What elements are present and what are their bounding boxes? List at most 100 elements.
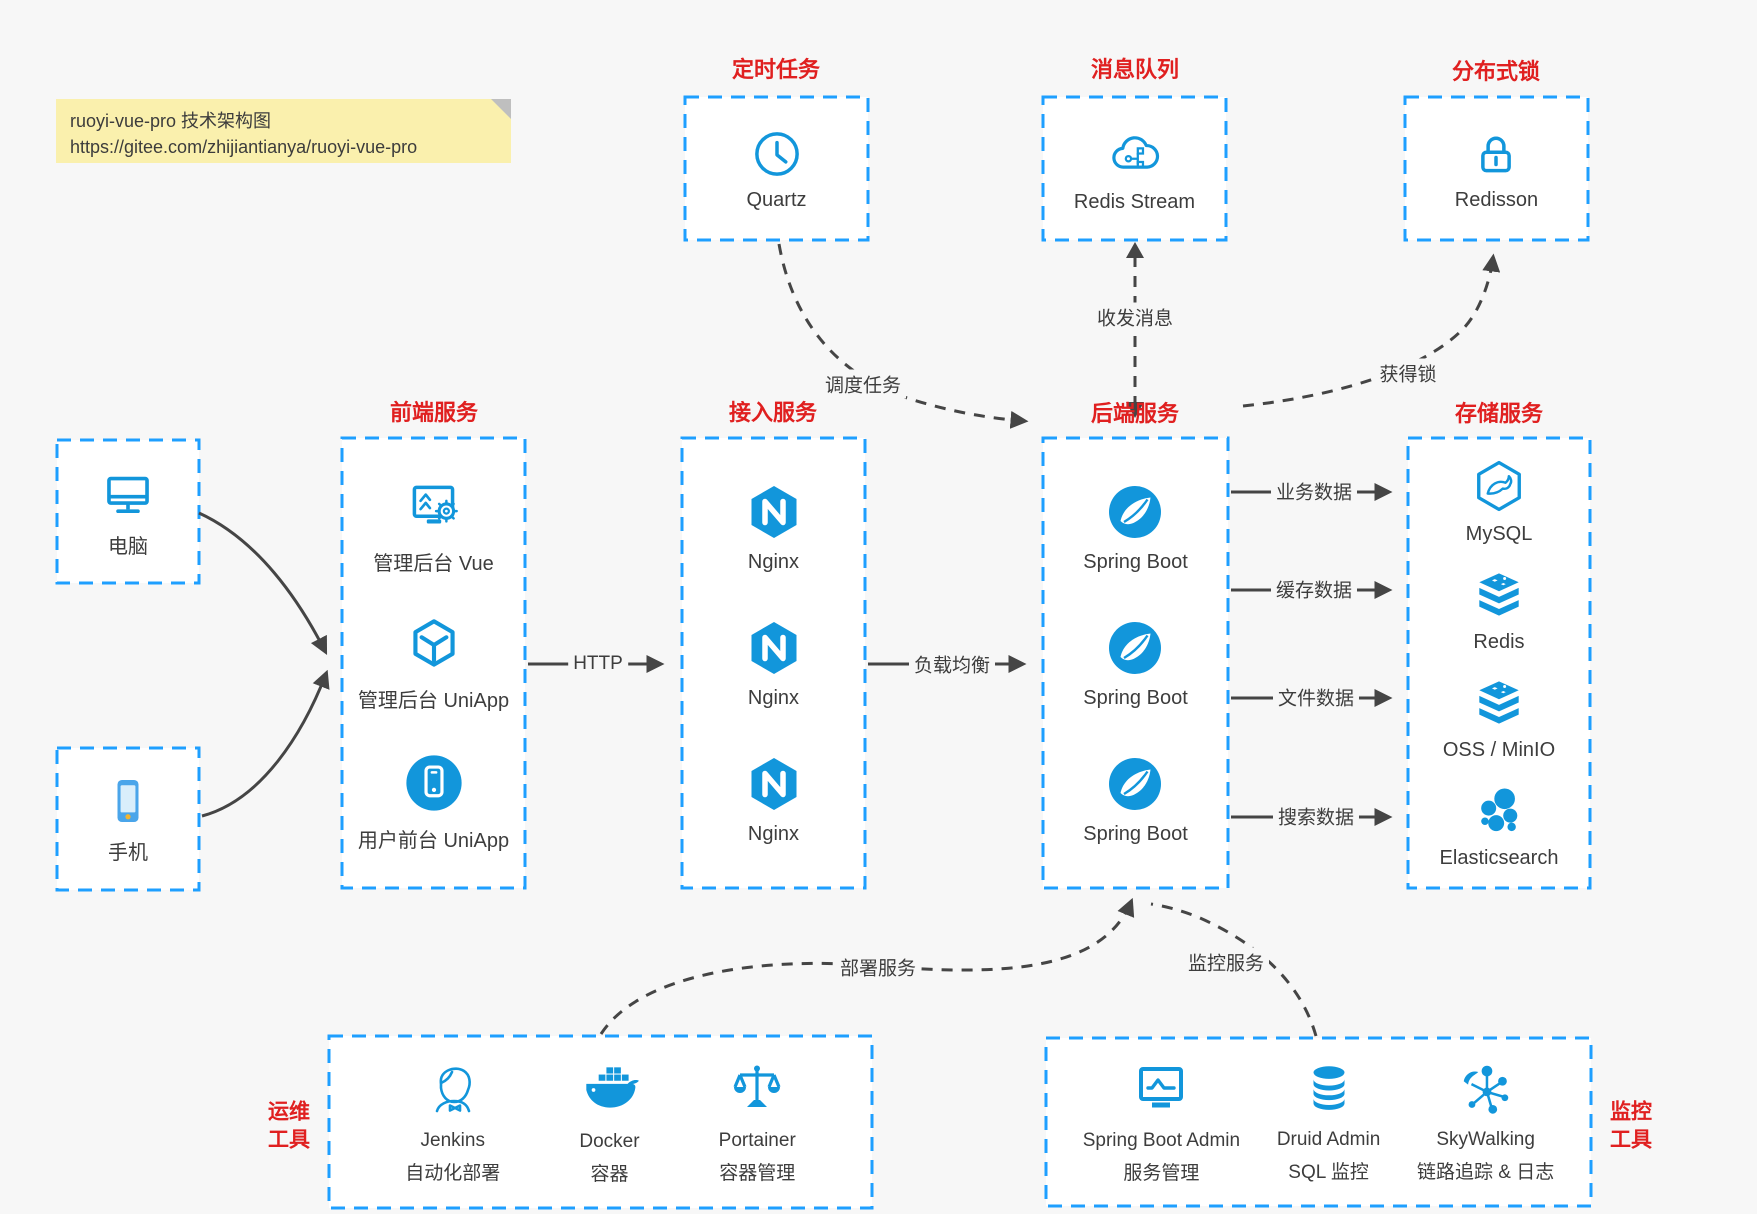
arrow-monitor-service [1150,902,1318,1037]
box-storage: MySQL Redis OSS / MinIO Elasticsearch [1408,438,1590,888]
note-title: ruoyi-vue-pro 技术架构图 [70,111,272,131]
node-springboot-2: Spring Boot [1083,616,1188,710]
node-jenkins: Jenkins 自动化部署 [405,1057,500,1186]
padlock-icon [1468,126,1524,182]
spring-boot-icon [1103,616,1167,680]
box-gateway: Nginx Nginx Nginx [682,438,865,888]
node-phone: 手机 [100,773,156,865]
group-title-gateway: 接入服务 [728,400,818,425]
box-phone: 手机 [57,748,199,890]
box-backend: Spring Boot Spring Boot Spring Boot [1043,438,1228,888]
node-quartz: Quartz [746,126,807,212]
node-docker: Docker 容器 [576,1056,642,1187]
node-desc: 自动化部署 [405,1163,501,1184]
arrow-phone-to-frontend [201,669,330,818]
node-desc: SQL 监控 [1288,1162,1369,1183]
spring-boot-icon [1103,752,1167,816]
hub-spokes-icon [1455,1058,1517,1120]
node-redis: Redis [1469,564,1529,654]
arrowhead-down [1126,402,1144,418]
node-label: 电脑 [108,535,148,558]
note-url: https://gitee.com/zhijiantianya/ruoyi-vu… [70,137,418,158]
edge-label-schedule-task: 调度任务 [819,369,907,399]
node-label: 手机 [108,842,148,864]
smartphone-icon [100,773,156,829]
group-title-mq: 消息队列 [1090,57,1180,82]
box-lock: Redisson [1405,97,1588,240]
node-computer: 电脑 [99,465,157,559]
arrow-acquire-lock [1242,253,1501,408]
node-springboot-1: Spring Boot [1083,480,1188,574]
node-oss-minio: OSS / MinIO [1443,672,1555,762]
box-frontend: 管理后台 Vue 管理后台 UniApp 用户前台 UniApp [342,438,525,888]
node-nginx-3: Nginx [742,752,806,846]
note-fold-corner [491,99,511,119]
node-desc: 链路追踪 & 日志 [1417,1162,1555,1183]
edge-label-search-data: 搜索数据 [1272,801,1360,831]
node-label: OSS / MinIO [1442,739,1556,761]
desktop-icon [99,465,157,523]
redis-stack-icon [1469,672,1529,732]
node-label: 用户前台 UniApp [357,829,510,852]
jenkins-icon [421,1057,485,1121]
node-label: Redis Stream [1073,190,1196,213]
edge-label-monitor-service: 监控服务 [1182,947,1270,977]
nginx-icon [742,752,806,816]
node-name: Jenkins [420,1130,485,1152]
edge-label-cache-data: 缓存数据 [1270,574,1358,604]
node-name: Portainer [718,1130,796,1152]
node-label: Nginx [747,823,800,845]
cloud-network-icon [1105,124,1165,184]
box-computer: 电脑 [57,440,199,583]
nginx-icon [742,616,806,680]
node-springboot-3: Spring Boot [1083,752,1188,846]
monitor-chart-icon [1129,1057,1193,1121]
node-label: Nginx [747,551,800,573]
node-name: SkyWalking [1436,1129,1535,1151]
arrow-computer-to-frontend [198,511,328,656]
edge-label-load-balance: 负载均衡 [908,649,996,679]
node-label: 管理后台 Vue [373,552,494,575]
node-label: MySQL [1465,523,1533,545]
box-mq: Redis Stream [1043,97,1226,240]
arrow-deploy-service [599,897,1135,1035]
node-skywalking: SkyWalking 链路追踪 & 日志 [1417,1058,1554,1185]
spring-boot-icon [1103,480,1167,544]
node-label: Redis [1473,631,1525,653]
nginx-icon [742,480,806,544]
edge-label-message: 收发消息 [1091,302,1179,332]
node-label: Spring Boot [1083,551,1188,573]
mysql-icon [1469,456,1529,516]
node-elasticsearch: Elasticsearch [1439,780,1559,870]
node-spring-boot-admin: Spring Boot Admin 服务管理 [1083,1057,1240,1186]
node-name: Druid Admin [1276,1129,1381,1151]
node-label: Nginx [747,687,800,709]
node-name: Spring Boot Admin [1082,1130,1241,1152]
arrowhead-up [1126,242,1144,258]
node-redis-stream: Redis Stream [1074,124,1195,214]
group-title-storage: 存储服务 [1454,401,1544,426]
node-desc: 容器 [590,1164,629,1185]
node-label: Spring Boot [1083,687,1188,709]
node-redisson: Redisson [1455,126,1538,212]
node-nginx-1: Nginx [742,480,806,574]
group-title-monitoring: 监控 工具 [1610,1100,1652,1152]
group-title-frontend: 前端服务 [389,400,479,425]
elasticsearch-icon [1469,780,1529,840]
group-title-backend: 后端服务 [1090,401,1180,426]
node-druid-admin: Druid Admin SQL 监控 [1276,1058,1381,1185]
node-admin-uniapp: 管理后台 UniApp [358,611,509,713]
node-name: Docker [579,1131,640,1153]
admin-monitor-gear-icon [401,474,467,540]
node-label: Spring Boot [1083,823,1188,845]
node-label: Elasticsearch [1439,847,1559,869]
node-admin-vue: 管理后台 Vue [373,474,494,576]
edge-label-acquire-lock: 获得锁 [1374,358,1442,388]
edge-label-deploy-service: 部署服务 [834,952,922,982]
group-title-scheduler: 定时任务 [731,57,821,82]
node-nginx-2: Nginx [742,616,806,710]
node-desc: 服务管理 [1123,1163,1200,1184]
phone-circle-icon [400,749,468,817]
node-mysql: MySQL [1465,456,1533,546]
